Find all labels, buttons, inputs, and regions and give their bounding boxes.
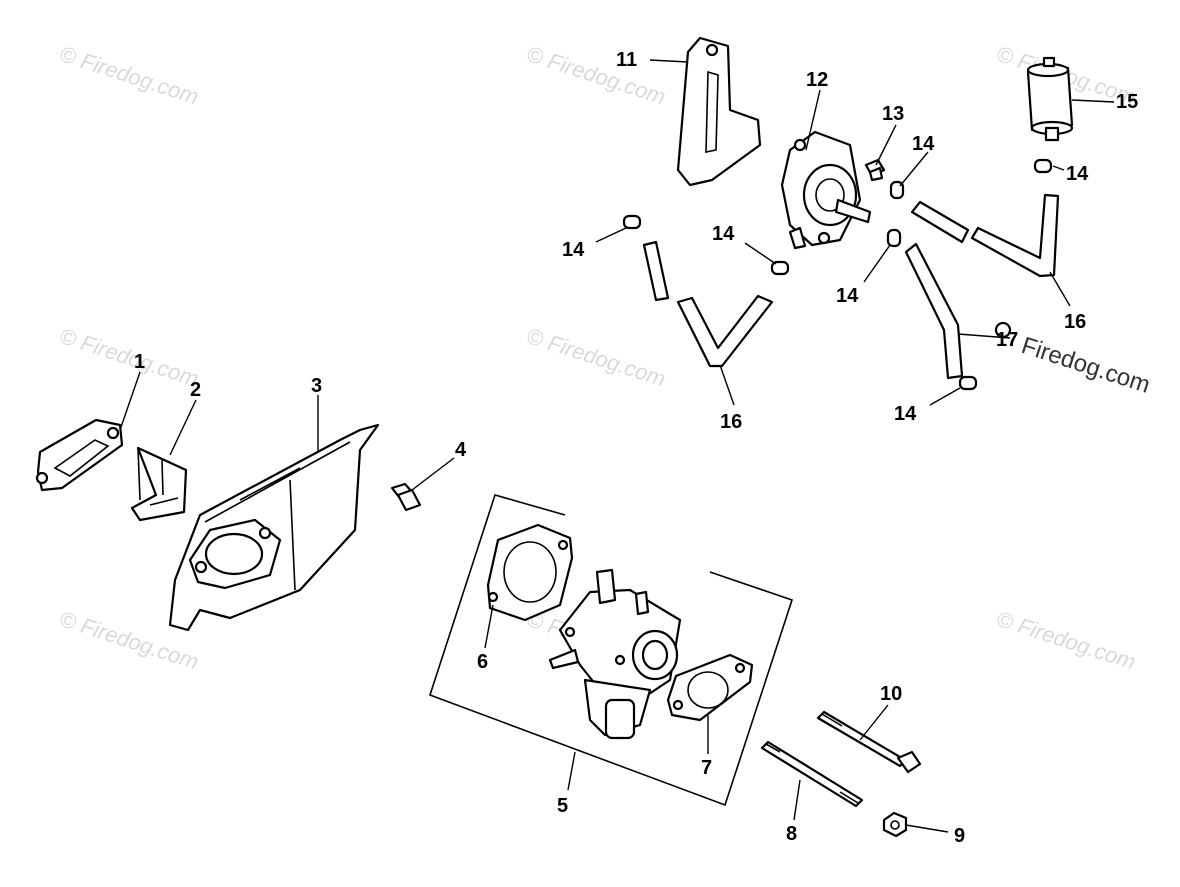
- callout-12: 12: [806, 69, 828, 91]
- part-16-hose-left: [642, 240, 774, 368]
- watermark: © Firedog.com: [56, 41, 201, 109]
- callout-11: 11: [616, 49, 637, 71]
- callout-10: 10: [880, 683, 902, 705]
- part-6-gasket: [486, 523, 574, 622]
- callout-16: 16: [1064, 311, 1086, 333]
- callout-16: 16: [720, 411, 742, 433]
- callout-8: 8: [786, 823, 797, 845]
- part-10-bolt: [816, 710, 922, 774]
- leader-lines: [119, 59, 1115, 833]
- callout-17: 17: [996, 329, 1018, 351]
- part-2-bracket: [130, 446, 188, 522]
- callout-14: 14: [912, 133, 935, 155]
- callout-1: 1: [134, 351, 145, 373]
- callout-9: 9: [954, 825, 965, 847]
- callout-3: 3: [311, 375, 322, 397]
- part-5-carburetor: [548, 568, 682, 740]
- callout-2: 2: [190, 379, 201, 401]
- part-7-gasket: [666, 653, 754, 722]
- callout-14: 14: [562, 239, 585, 261]
- watermark-overlay: Firedog.com: [1018, 332, 1153, 399]
- part-14-clamps: [622, 158, 1053, 391]
- part-4-bolt: [390, 482, 422, 512]
- callout-14: 14: [712, 223, 735, 245]
- watermark: © Firedog.com: [523, 323, 668, 391]
- callout-13: 13: [882, 103, 904, 125]
- callout-14: 14: [894, 403, 917, 425]
- part-17-hose: [904, 242, 1012, 380]
- callout-6: 6: [477, 651, 488, 673]
- part-16-hose-right: [910, 193, 1060, 278]
- part-9-nut: [882, 811, 908, 838]
- watermark: © Firedog.com: [56, 323, 201, 391]
- part-13-screw: [864, 158, 886, 182]
- watermark: © Firedog.com: [993, 606, 1138, 674]
- callout-14: 14: [836, 285, 859, 307]
- callout-14: 14: [1066, 163, 1089, 185]
- part-3-shroud: [168, 423, 380, 632]
- part-12-fuel-pump: [780, 130, 872, 250]
- callout-7: 7: [701, 757, 712, 779]
- callouts: 1 2 3 4 5 6 7 8 9 10 11 12 13 14 14 14 1…: [134, 49, 1138, 847]
- carburetor-group-frame: [429, 494, 794, 807]
- callout-15: 15: [1116, 91, 1138, 113]
- callout-5: 5: [557, 795, 568, 817]
- part-15-fuel-filter: [1026, 56, 1074, 142]
- part-1-gasket: [35, 418, 124, 492]
- watermark: © Firedog.com: [523, 41, 668, 109]
- part-11-bracket: [676, 36, 762, 187]
- callout-4: 4: [455, 439, 467, 461]
- part-8-stud: [760, 740, 864, 808]
